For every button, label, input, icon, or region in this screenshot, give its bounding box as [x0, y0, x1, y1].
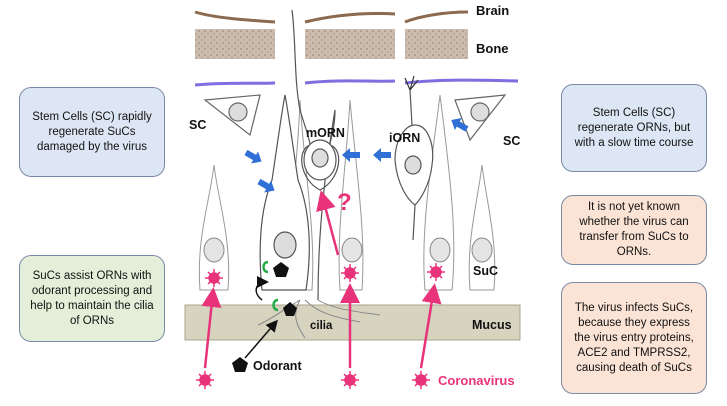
note-suc-assist: SuCs assist ORNs with odorant processing…	[19, 255, 165, 342]
basal-membrane	[194, 78, 519, 87]
orn-immature	[394, 75, 434, 241]
label-coronavirus: Coronavirus	[438, 373, 515, 388]
note-not-yet-known: It is not yet known whether the virus ca…	[561, 195, 707, 265]
odorant-transfer-arrow	[255, 276, 269, 301]
label-question: ?	[337, 189, 352, 216]
stem-cell-left	[203, 94, 261, 137]
virus-entry-arrows	[201, 190, 442, 369]
odorant-receptors	[262, 260, 279, 312]
bone-layer	[195, 29, 468, 59]
orn-mature	[291, 9, 340, 301]
label-mucus: Mucus	[472, 318, 512, 332]
label-cilia: cilia	[310, 320, 333, 332]
label-brain: Brain	[476, 3, 510, 18]
odorant-molecules	[232, 262, 297, 372]
mucus-layer	[184, 304, 521, 341]
label-sc-left: SC	[189, 118, 207, 132]
orn-left	[259, 94, 310, 291]
note-virus-infects: The virus infects SuCs, because they exp…	[561, 282, 707, 394]
label-bone: Bone	[476, 41, 509, 56]
label-morn: mORN	[306, 126, 345, 140]
cilia	[257, 299, 381, 339]
stem-cell-right	[454, 94, 507, 142]
note-stem-cells-left: Stem Cells (SC) rapidly regenerate SuCs …	[19, 87, 165, 177]
brain-layer	[194, 10, 469, 24]
regeneration-arrows	[244, 117, 469, 193]
odorant-arrow	[244, 319, 278, 359]
suc-nuclei	[203, 237, 493, 263]
virus-particles	[196, 263, 445, 389]
label-odorant: Odorant	[253, 359, 302, 373]
label-sc-right: SC	[503, 134, 521, 148]
label-suc: SuC	[473, 264, 498, 278]
note-stem-cells-right: Stem Cells (SC) regenerate ORNs, but wit…	[561, 84, 707, 172]
label-iorn: iORN	[389, 131, 421, 145]
